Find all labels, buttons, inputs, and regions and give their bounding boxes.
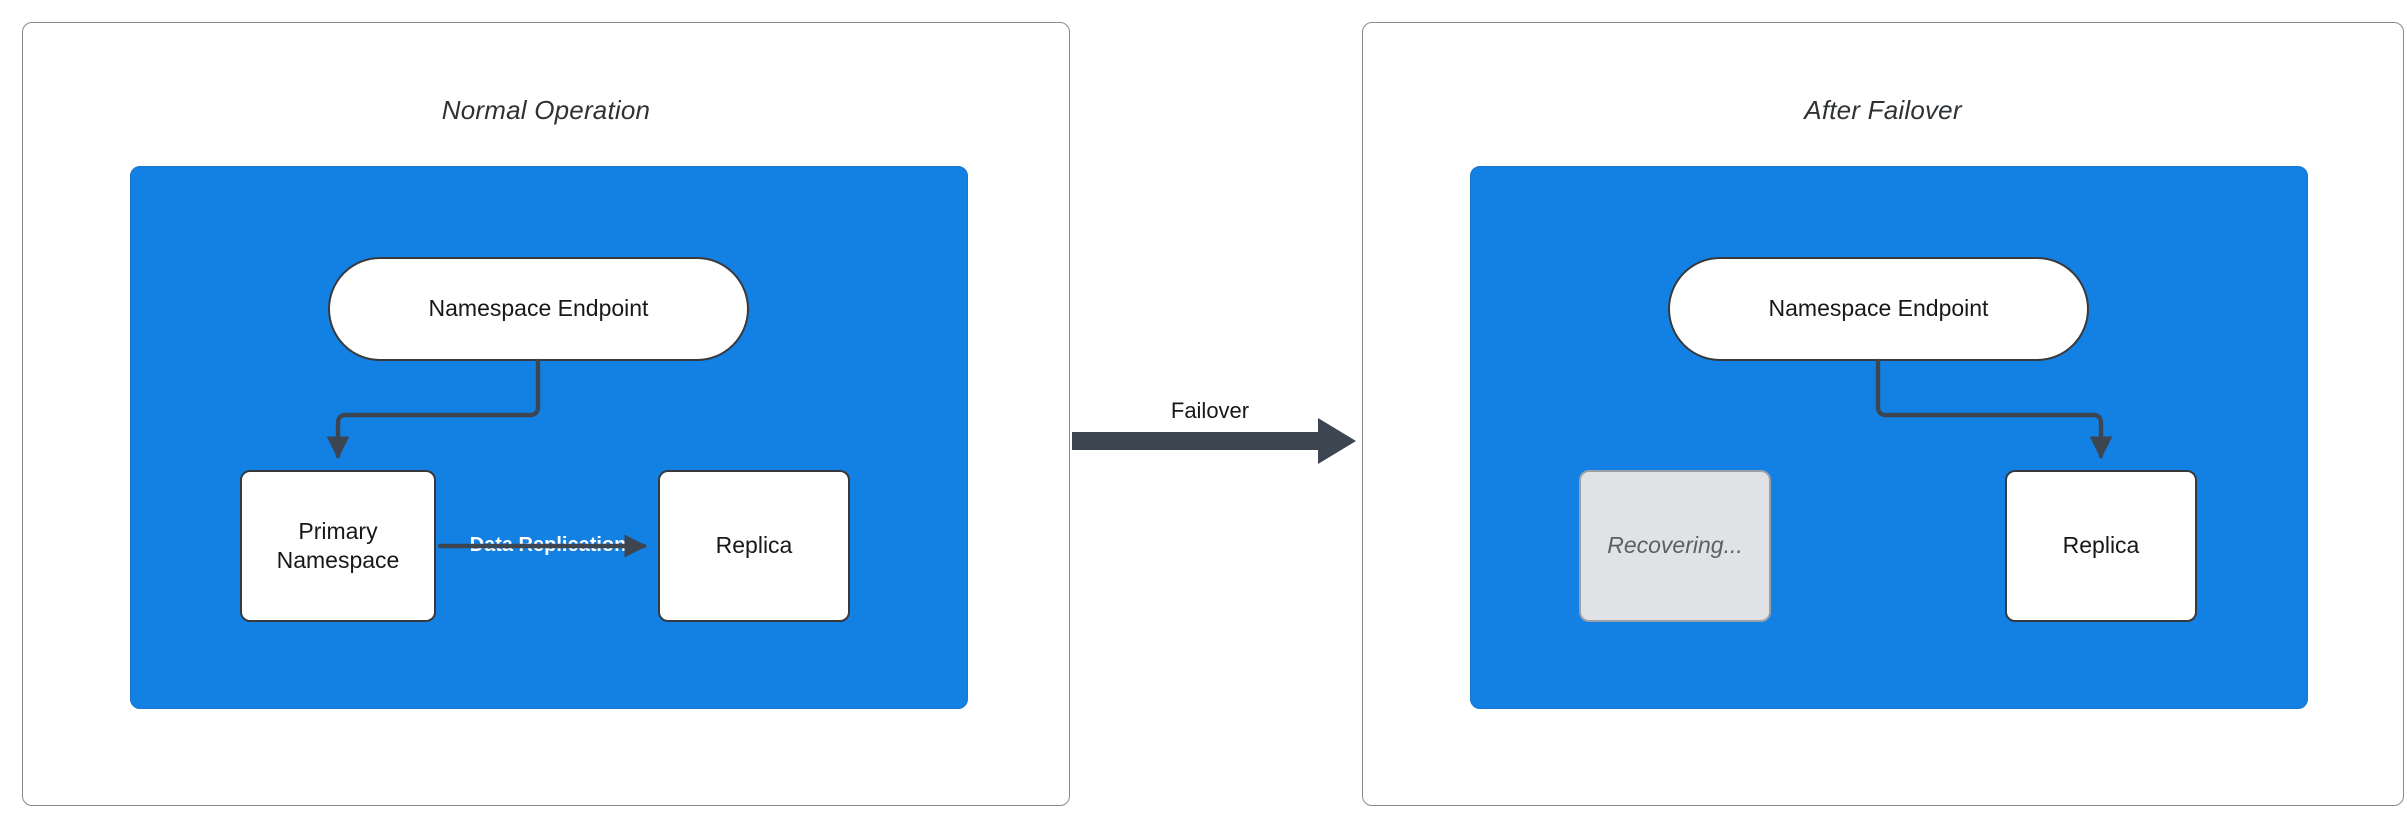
node-label: Replica [2062,532,2140,559]
node-replica-left[interactable]: Replica [658,470,850,622]
node-label-line1: Primary [298,517,378,544]
node-label: Replica [715,532,793,559]
node-primary-namespace[interactable]: Primary Namespace [240,470,436,622]
node-recovering[interactable]: Recovering... [1579,470,1771,622]
panel-title-after-failover: After Failover [1804,95,1962,125]
edge-label-failover: Failover [1170,398,1250,423]
node-replica-right[interactable]: Replica [2005,470,2197,622]
node-label: Namespace Endpoint [1768,295,1989,322]
cluster-after-failover [1470,166,2308,709]
panel-title-normal-operation: Normal Operation [441,95,651,125]
edge-label-data-replication: Data Replication [469,534,627,556]
node-label: Namespace Endpoint [428,295,649,322]
node-label: Primary Namespace [277,517,400,576]
cluster-normal-operation [130,166,968,709]
node-namespace-endpoint-right[interactable]: Namespace Endpoint [1668,257,2089,361]
node-namespace-endpoint-left[interactable]: Namespace Endpoint [328,257,749,361]
node-label: Recovering... [1607,532,1743,559]
failover-arrow [1072,418,1356,464]
node-label-line2: Namespace [276,547,400,573]
